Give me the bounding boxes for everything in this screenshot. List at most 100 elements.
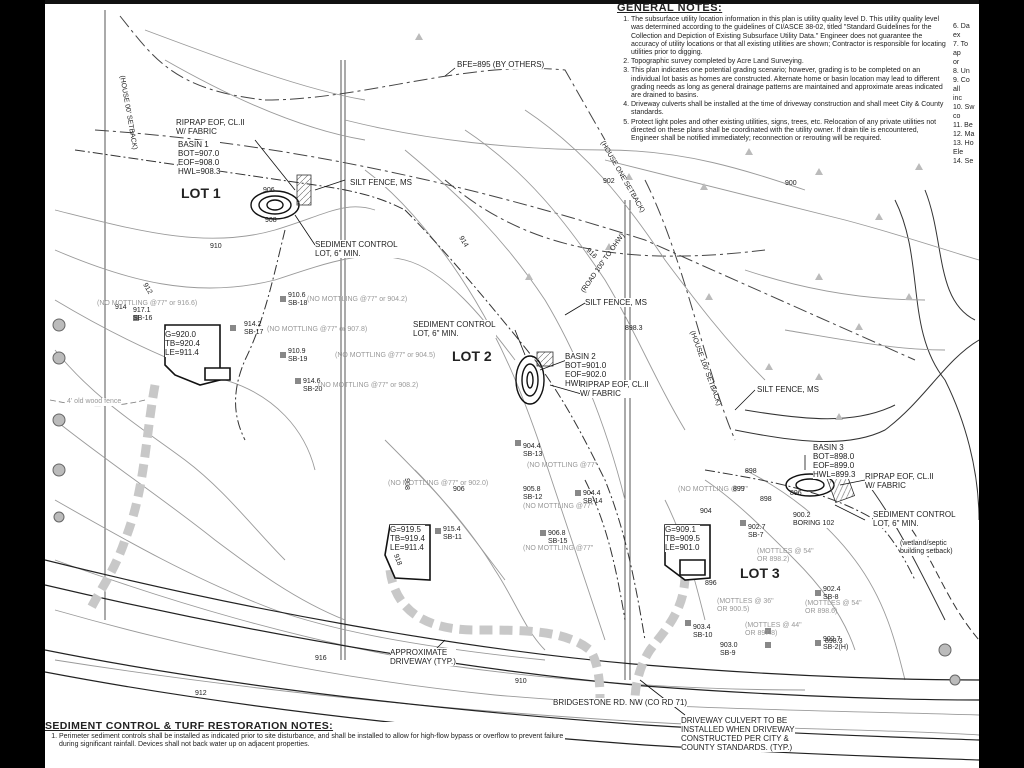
riprap-patches [296, 174, 856, 504]
sheet-top-border [45, 0, 979, 4]
spot-elevation: 898 [760, 496, 772, 503]
soil-boring-tag: 910.9 SB-19 [288, 348, 308, 363]
soil-boring-tag: 906.8 SB-15 [548, 530, 568, 545]
side-note-fragment: 11. Be [953, 122, 973, 129]
sediment-notes-list: Perimeter sediment controls shall be ins… [45, 733, 565, 749]
mottling-note: (MOTTLES @ 44" OR 897.8) [745, 622, 802, 637]
soil-boring-tag: 910.6 SB-18 [288, 292, 308, 307]
lot-1-label: LOT 1 [181, 185, 221, 201]
contour-lines [54, 29, 979, 736]
basin-3-name: BASIN 3 [813, 443, 844, 452]
mottling-note: (NO MOTTLING @77" or 908.2) [318, 382, 419, 389]
general-notes: GENERAL NOTES: The subsurface utility lo… [617, 2, 947, 145]
house-3-le: LE=901.0 [665, 543, 700, 552]
wetland-boundary [734, 189, 979, 641]
house-2-g: G=919.5 [390, 525, 421, 534]
contour-label: 912 [195, 690, 207, 697]
wetland-grass-symbols [415, 33, 923, 420]
soil-boring-tag: 904.4 SB-13 [523, 443, 543, 458]
contour-label: 906 [453, 486, 465, 493]
soil-boring-tag: 902.7 SB-7 [748, 524, 766, 539]
lot-lines [104, 10, 631, 680]
tree-symbols [52, 318, 961, 686]
general-note-item: Protect light poles and other existing u… [631, 119, 947, 144]
contour-label: 898 [745, 468, 757, 475]
silt-fence-callout-1: SILT FENCE, MS [350, 178, 412, 187]
spot-elevation: 898.3 [625, 325, 643, 332]
soil-boring-tag: 904.4 SB-14 [583, 490, 603, 505]
basin-1-name: BASIN 1 [178, 140, 209, 149]
side-note-fragment: Ele [953, 149, 964, 156]
soil-boring-tag: 902.7 SB-2(H) [823, 636, 849, 651]
basin-1-eof: EOF=908.0 [178, 158, 220, 167]
mottling-note: (NO MOTTLING @77" [523, 545, 594, 552]
house-2-tb: TB=919.4 [390, 534, 425, 543]
sediment-control-callout-1: SEDIMENT CONTROL LOT, 6" MIN. [315, 240, 398, 258]
contour-label: 900 [785, 180, 797, 187]
riprap-callout-3: RIPRAP EOF, CL.II W/ FABRIC [865, 472, 934, 490]
side-note-fragment: 6. Da [953, 23, 970, 30]
house-1-g: G=920.0 [165, 330, 196, 339]
contour-label: 904 [700, 508, 712, 515]
silt-fence-callout-2: SILT FENCE, MS [585, 298, 647, 307]
spot-elevation: 899 [733, 486, 745, 493]
side-note-fragment: 12. Ma [953, 131, 975, 138]
soil-boring-tag: 914.6 SB-20 [303, 378, 323, 393]
wood-fence-line [49, 399, 146, 407]
driveway-culvert-callout: DRIVEWAY CULVERT TO BE INSTALLED WHEN DR… [681, 716, 795, 752]
plan-sheet: LOT 1 LOT 2 LOT 3 BASIN 1 BOT=907.0 EOF=… [45, 0, 979, 768]
callout-leaders [254, 67, 866, 716]
boring-102-label: 900.2 BORING 102 [793, 512, 835, 528]
wood-fence-label: 4' old wood fence [67, 398, 122, 406]
mottling-note: (NO MOTTLING @77" [523, 503, 594, 510]
mottling-note: (NO MOTTLING @77" [527, 462, 598, 469]
soil-boring-tag: 905.8 SB-12 [523, 486, 543, 501]
approximate-driveway-callout: APPROXIMATE DRIVEWAY (TYP.) [390, 648, 456, 666]
basin-3-eof: EOF=899.0 [813, 461, 855, 470]
side-note-fragment: 14. Se [953, 158, 974, 165]
contour-label: 910 [210, 243, 222, 250]
road-name-label: BRIDGESTONE RD. NW (CO RD 71) [553, 698, 688, 707]
mottling-note: (MOTTLES @ 36" OR 900.5) [717, 598, 774, 613]
house-2-elevations: G=919.5 TB=919.4 LE=911.4 [390, 525, 425, 552]
side-note-fragment: 13. Ho [953, 140, 974, 147]
contour-label: 902 [603, 178, 615, 185]
contour-label: 916 [315, 655, 327, 662]
basin-1-callout: BASIN 1 BOT=907.0 EOF=908.0 HWL=908.3 [178, 140, 221, 176]
basin-3-callout: BASIN 3 BOT=898.0 EOF=899.0 HWL=899.3 [813, 443, 856, 479]
soil-boring-markers [133, 296, 821, 648]
general-note-item: The subsurface utility location informat… [631, 16, 947, 57]
basin-1-bot: BOT=907.0 [178, 149, 220, 158]
side-note-fragment: all [953, 86, 961, 93]
mottling-note: (NO MOTTLING @77" or 904.2) [307, 296, 408, 303]
basin-3-bot: BOT=898.0 [813, 452, 855, 461]
mottling-note: (NO MOTTLING @77" or 902.0) [388, 480, 489, 487]
soil-boring-tag: 902.4 SB-8 [823, 586, 841, 601]
house-1-elevations: G=920.0 TB=920.4 LE=911.4 [165, 330, 200, 357]
contour-label: 896 [790, 490, 802, 497]
spot-elevation: 896 [705, 580, 717, 587]
house-3-elevations: G=909.1 TB=909.5 LE=901.0 [665, 525, 700, 552]
general-note-item: Driveway culverts shall be installed at … [631, 101, 947, 117]
mottling-note: (NO MOTTLING @77" or 907.8) [267, 326, 368, 333]
lot-3-label: LOT 3 [740, 565, 780, 581]
soil-boring-tag: 903.0 SB-9 [720, 642, 738, 657]
house-3-tb: TB=909.5 [665, 534, 700, 543]
side-note-fragment: ex [953, 32, 961, 39]
general-note-item: Topographic survey completed by Acre Lan… [631, 58, 947, 66]
silt-fence-callout-3: SILT FENCE, MS [757, 385, 819, 394]
general-note-item: This plan indicates one potential gradin… [631, 67, 947, 100]
basin-2-bot: BOT=901.0 [565, 361, 607, 370]
side-note-fragment: inc [953, 95, 962, 102]
soil-boring-tag: 915.4 SB-11 [443, 526, 462, 541]
wetland-setback-label: (wetland/septic building setback) [900, 540, 953, 556]
riprap-callout-2: RIPRAP EOF, CL.II W/ FABRIC [580, 380, 649, 398]
mottling-note: (NO MOTTLING @77" [678, 486, 749, 493]
general-notes-list: The subsurface utility location informat… [617, 16, 947, 143]
riprap-callout-1: RIPRAP EOF, CL.II W/ FABRIC [176, 118, 245, 136]
bfe-callout: BFE=895 (BY OTHERS) [457, 60, 545, 69]
basin-2-eof: EOF=902.0 [565, 370, 607, 379]
side-note-fragment: ap [953, 50, 961, 57]
mottling-note: (NO MOTTLING @77" or 904.5) [335, 352, 436, 359]
house-1-tb: TB=920.4 [165, 339, 200, 348]
